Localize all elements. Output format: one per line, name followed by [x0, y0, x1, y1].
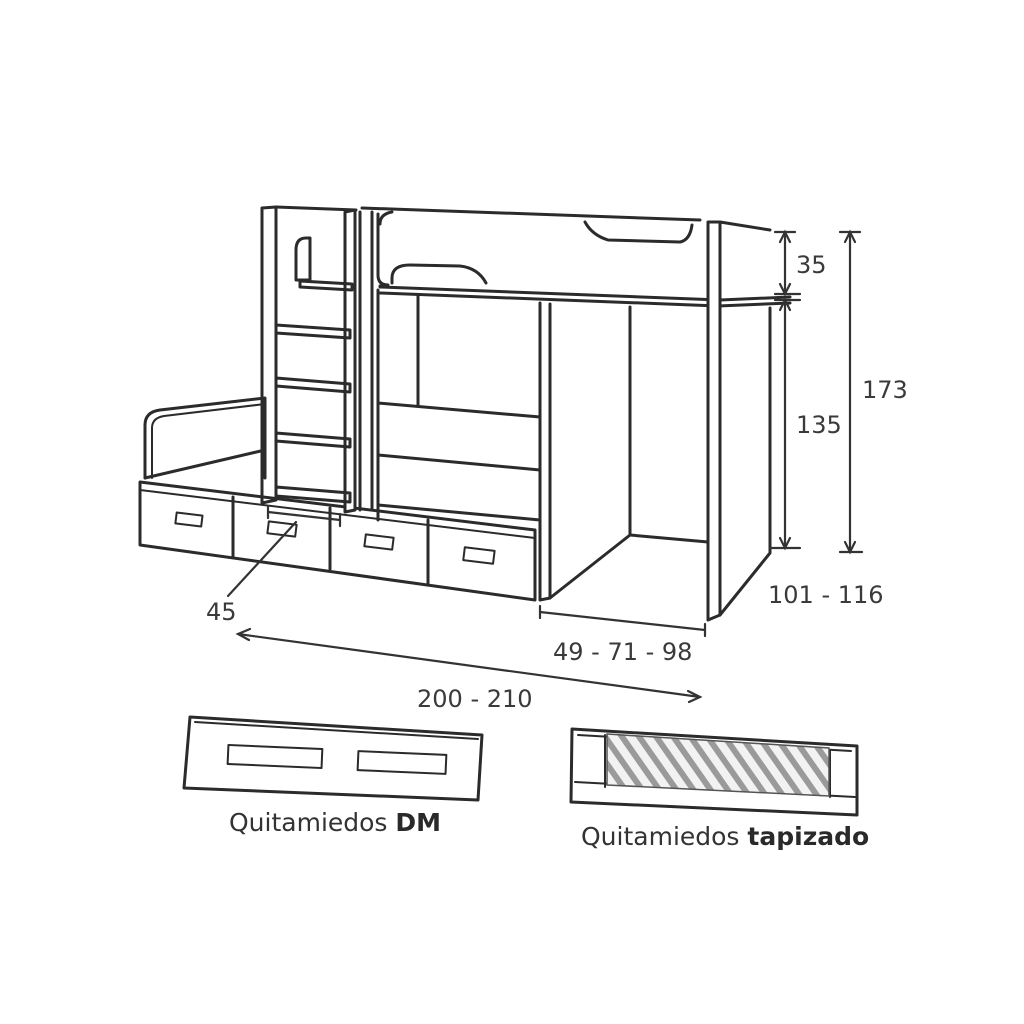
upper-end-panel [706, 220, 722, 622]
upper-bed [358, 206, 792, 622]
ladder-step-3 [274, 376, 352, 394]
ladder-right-rail [343, 208, 357, 514]
label-bed-height: 135 [796, 411, 842, 439]
upholstered-pad [606, 733, 830, 797]
drawer-handle-4 [462, 546, 496, 565]
middle-cabinet [376, 288, 542, 522]
upper-headboard-cutout [390, 263, 488, 285]
dimension-total-height [838, 229, 864, 555]
caption-dm: Quitamiedos DM [229, 808, 442, 837]
dimension-desk-width [538, 604, 707, 638]
drawer-base-front [138, 480, 537, 602]
wardrobe-column [538, 301, 772, 617]
label-guard-height: 35 [796, 251, 827, 279]
ladder-step-1 [298, 279, 354, 292]
dimension-guard-height [773, 229, 802, 297]
label-step-width: 45 [206, 598, 237, 626]
guard-rail-dm-drawing [182, 715, 484, 802]
guard-slot-left [226, 743, 324, 770]
caption-upholstered: Quitamiedos tapizado [581, 822, 870, 851]
guard-rail-upholstered-drawing [569, 727, 859, 817]
upper-guard-cutout [583, 220, 694, 244]
ladder-left-rail [260, 205, 278, 505]
ladder-step-2 [274, 323, 352, 340]
label-total-height: 173 [862, 376, 908, 404]
label-length: 200 - 210 [417, 685, 533, 713]
drawer-handle-3 [363, 533, 395, 551]
label-depth: 101 - 116 [768, 581, 884, 609]
dimension-step-width [226, 504, 342, 598]
dimension-bed-height [768, 297, 802, 551]
ladder-step-5 [274, 485, 352, 504]
dimension-length [235, 627, 703, 704]
ladder-step-4 [274, 431, 352, 449]
lower-bed [138, 396, 537, 602]
guard-slot-right [356, 750, 448, 775]
lower-headboard [143, 396, 267, 480]
drawer-handle-2 [266, 520, 298, 538]
ladder [260, 205, 358, 514]
label-desk-width: 49 - 71 - 98 [553, 638, 692, 666]
drawer-handle-1 [174, 511, 204, 528]
